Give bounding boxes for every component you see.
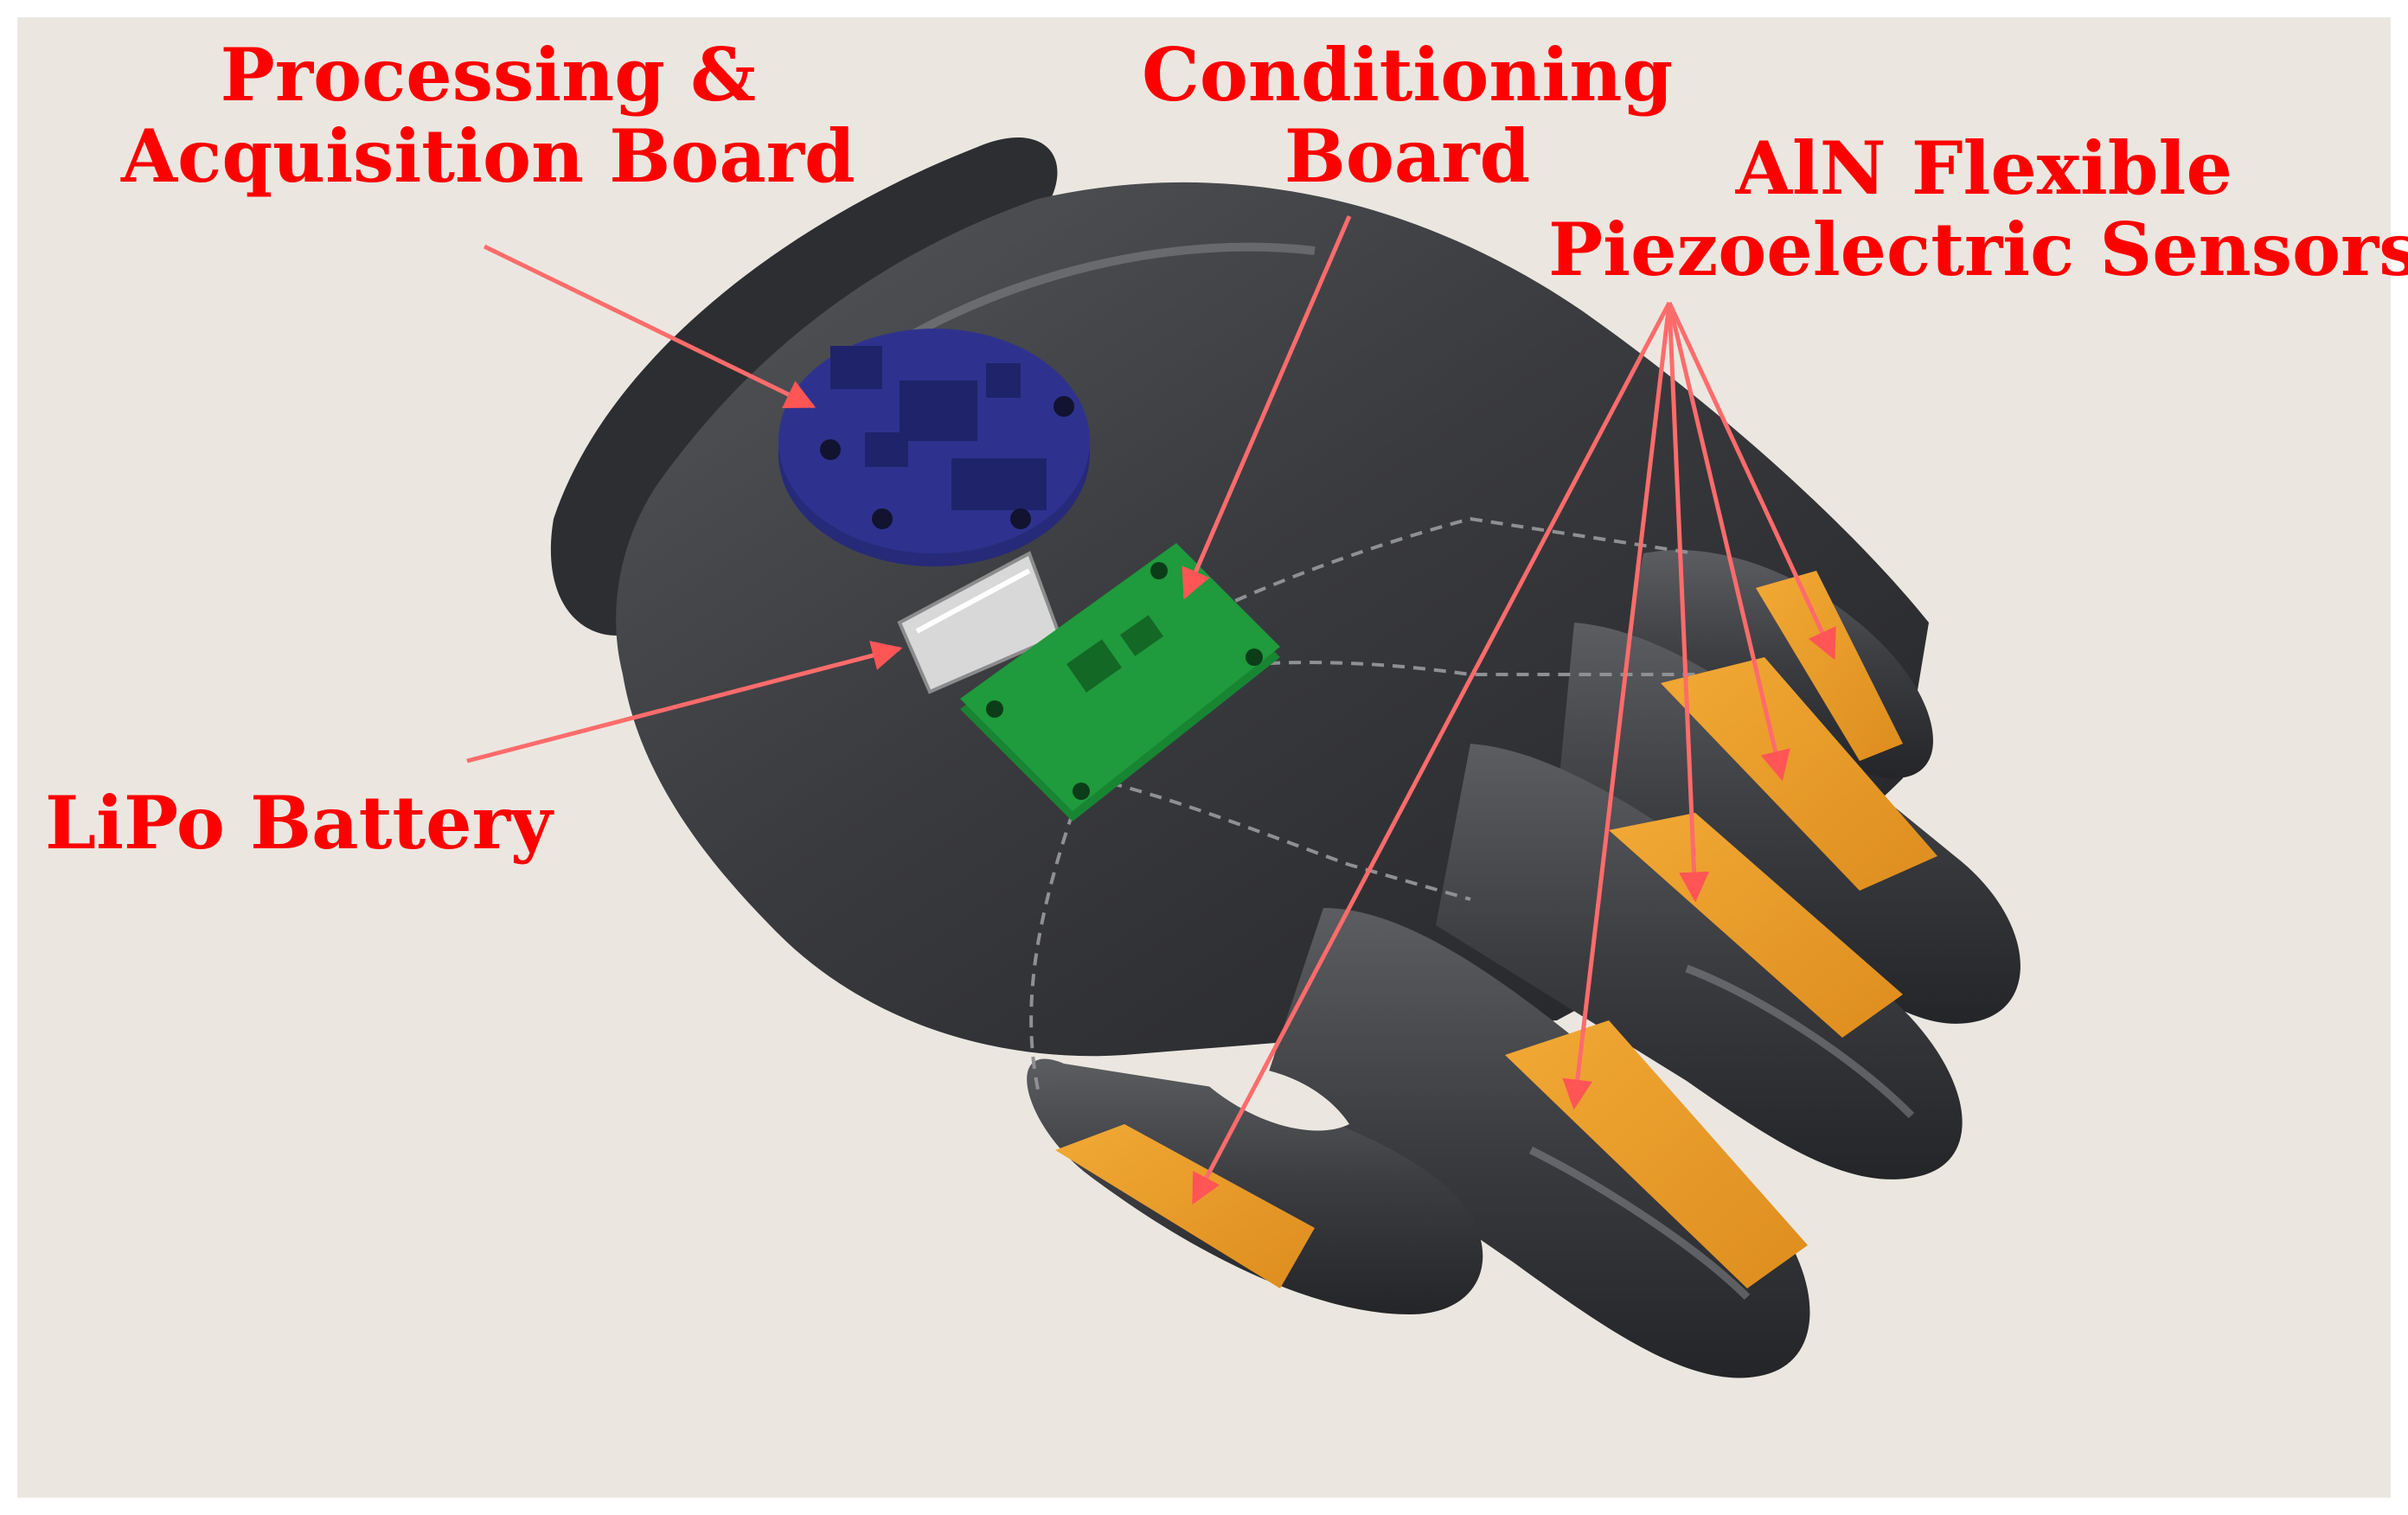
arrow-battery [466, 640, 903, 764]
battery-label-line1: LiPo Battery [45, 780, 553, 866]
arrow-sensor-little [1667, 301, 1836, 661]
arrow-sensor-ring [1667, 302, 1790, 782]
arrow-sensor-middle [1667, 302, 1710, 903]
processing-board [778, 329, 1090, 566]
arrow-sensor-index [1562, 302, 1672, 1110]
sensor-patch-ring [1661, 657, 1937, 891]
sensor-patch-middle [1609, 813, 1903, 1038]
ring-finger [1557, 623, 2021, 1024]
processing-board-label-line1: Processing & [220, 32, 757, 118]
conditioning-board [960, 543, 1280, 821]
sensors-label-line1: AlN Flexible [1735, 125, 2232, 211]
battery-label: LiPo Battery [45, 780, 553, 866]
thumb [1027, 1058, 1483, 1314]
middle-finger [1436, 744, 1963, 1179]
conditioning-board-label-line2: Board [1284, 113, 1531, 200]
sensors-label-line2: Piezoelectric Sensors [1548, 207, 2408, 293]
arrow-processing-board [483, 244, 817, 409]
sensor-patch-little [1756, 571, 1903, 761]
arrow-sensor-thumb [1191, 301, 1672, 1205]
processing-board-label-line2: Acquisition Board [121, 113, 855, 200]
conditioning-board-label-line1: Conditioning [1142, 32, 1674, 118]
arrow-conditioning-board [1182, 215, 1352, 600]
callout-arrows [466, 215, 1836, 1205]
sensors-label: AlN Flexible Piezoelectric Sensors [1548, 125, 2408, 293]
conditioning-board-label: Conditioning Board [1142, 32, 1674, 200]
sensor-patch-thumb [1055, 1124, 1315, 1288]
index-finger [1263, 908, 1810, 1378]
processing-board-label: Processing & Acquisition Board [121, 32, 855, 200]
